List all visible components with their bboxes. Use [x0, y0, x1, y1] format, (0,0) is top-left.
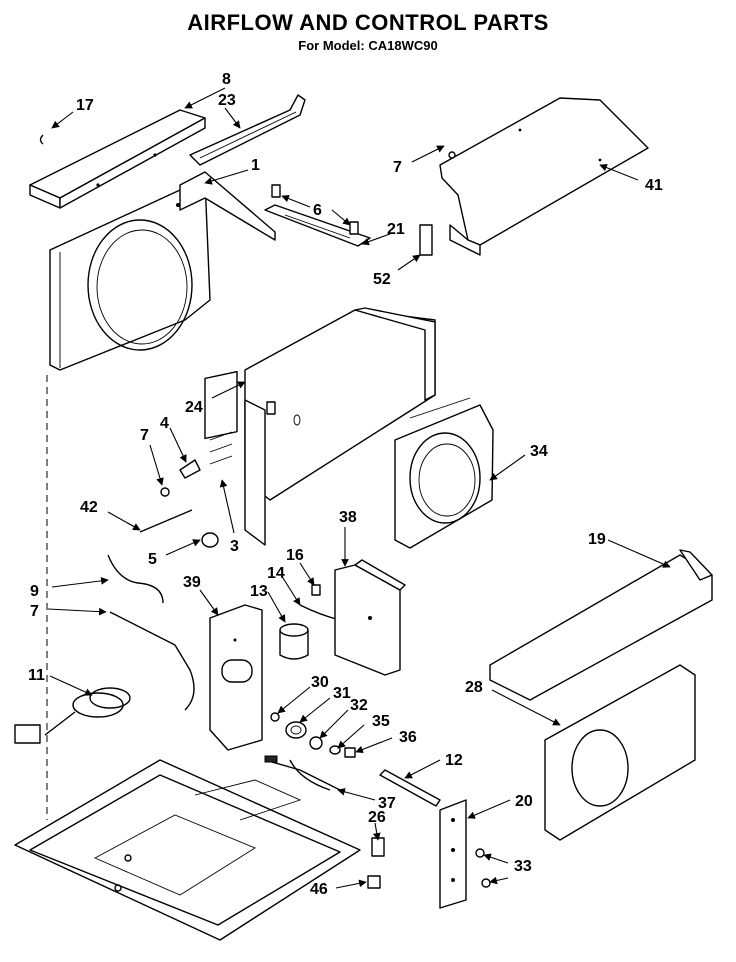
callout-24: 24: [185, 399, 203, 416]
part-33-screw-a: [475, 848, 485, 858]
model-subtitle: For Model: CA18WC90: [298, 38, 438, 53]
part-13-capacitor: [279, 623, 309, 660]
callout-20: 20: [515, 793, 533, 810]
callout-6: 6: [313, 202, 322, 219]
callout-7-top: 7: [393, 159, 402, 176]
callout-26: 26: [368, 809, 386, 826]
callout-42: 42: [80, 499, 98, 516]
part-17-clip: [39, 134, 44, 145]
leader-lines: [47, 87, 671, 889]
callout-21: 21: [387, 221, 405, 238]
part-26-clip: [371, 837, 385, 857]
callout-52: 52: [373, 271, 391, 288]
part-11-power-cord: [14, 611, 195, 744]
callout-33: 33: [514, 858, 532, 875]
part-30-bolt: [270, 712, 280, 722]
callout-17: 17: [76, 97, 94, 114]
part-21-mount-bar: [264, 184, 371, 247]
part-12-shaft: [379, 769, 441, 807]
part-36-nut: [344, 747, 356, 758]
part-16-screw: [311, 584, 321, 596]
part-39-control-panel: [209, 604, 263, 751]
callout-46: 46: [310, 881, 328, 898]
part-33-screw-b: [481, 878, 491, 888]
part-9-sensor-wire: [107, 554, 164, 604]
callout-11: 11: [28, 667, 45, 684]
part-20-mounting-plate: [439, 799, 467, 909]
callout-4: 4: [160, 415, 169, 432]
callout-39: 39: [183, 574, 201, 591]
callout-23: 23: [218, 92, 236, 109]
callout-31: 31: [333, 685, 351, 702]
callout-13: 13: [250, 583, 268, 600]
part-3-control-switch: [204, 370, 238, 465]
callout-37: 37: [378, 795, 396, 812]
part-5-clamp: [201, 532, 219, 548]
callout-16: 16: [286, 547, 304, 564]
part-32-spacer: [309, 736, 323, 750]
page-title: AIRFLOW AND CONTROL PARTS: [187, 10, 549, 35]
part-23-gasket: [189, 94, 306, 166]
part-34-blower-housing: [394, 397, 494, 549]
part-37-harness: [264, 755, 341, 791]
callout-1: 1: [251, 157, 260, 174]
callout-5: 5: [148, 551, 157, 568]
part-1-fan-shroud: [49, 171, 276, 371]
callout-12: 12: [445, 752, 463, 769]
callout-35: 35: [372, 713, 390, 730]
callout-28: 28: [465, 679, 483, 696]
callout-19: 19: [588, 531, 606, 548]
part-19-side-rail: [489, 549, 713, 701]
base-pan: [14, 759, 361, 941]
callout-7-mid: 7: [140, 427, 149, 444]
callout-14: 14: [267, 565, 285, 582]
part-41-top-panel: [439, 97, 649, 256]
part-14-strap: [299, 604, 341, 621]
callout-labels: 17 8 23 1 7 41 6 21 52 24 7 4 34 42 3 38…: [28, 71, 663, 898]
callout-41: 41: [645, 177, 663, 194]
part-7-screw-b: [160, 487, 170, 497]
callout-38: 38: [339, 509, 357, 526]
part-28-side-panel: [544, 664, 696, 841]
callout-32: 32: [350, 697, 368, 714]
callout-7-low: 7: [30, 603, 39, 620]
callout-36: 36: [399, 729, 417, 746]
part-38-control-box: [334, 559, 406, 676]
part-46-clip: [367, 875, 381, 889]
part-42-rod: [139, 509, 193, 533]
part-4-bracket: [179, 459, 201, 479]
callout-9: 9: [30, 583, 39, 600]
callout-8: 8: [222, 71, 231, 88]
callout-3: 3: [230, 538, 239, 555]
part-8-top-rail: [29, 109, 206, 209]
part-24-partition: [244, 307, 436, 546]
callout-30: 30: [311, 674, 329, 691]
part-52-bracket: [419, 224, 433, 256]
part-31-knob: [285, 721, 307, 739]
callout-34: 34: [530, 443, 548, 460]
